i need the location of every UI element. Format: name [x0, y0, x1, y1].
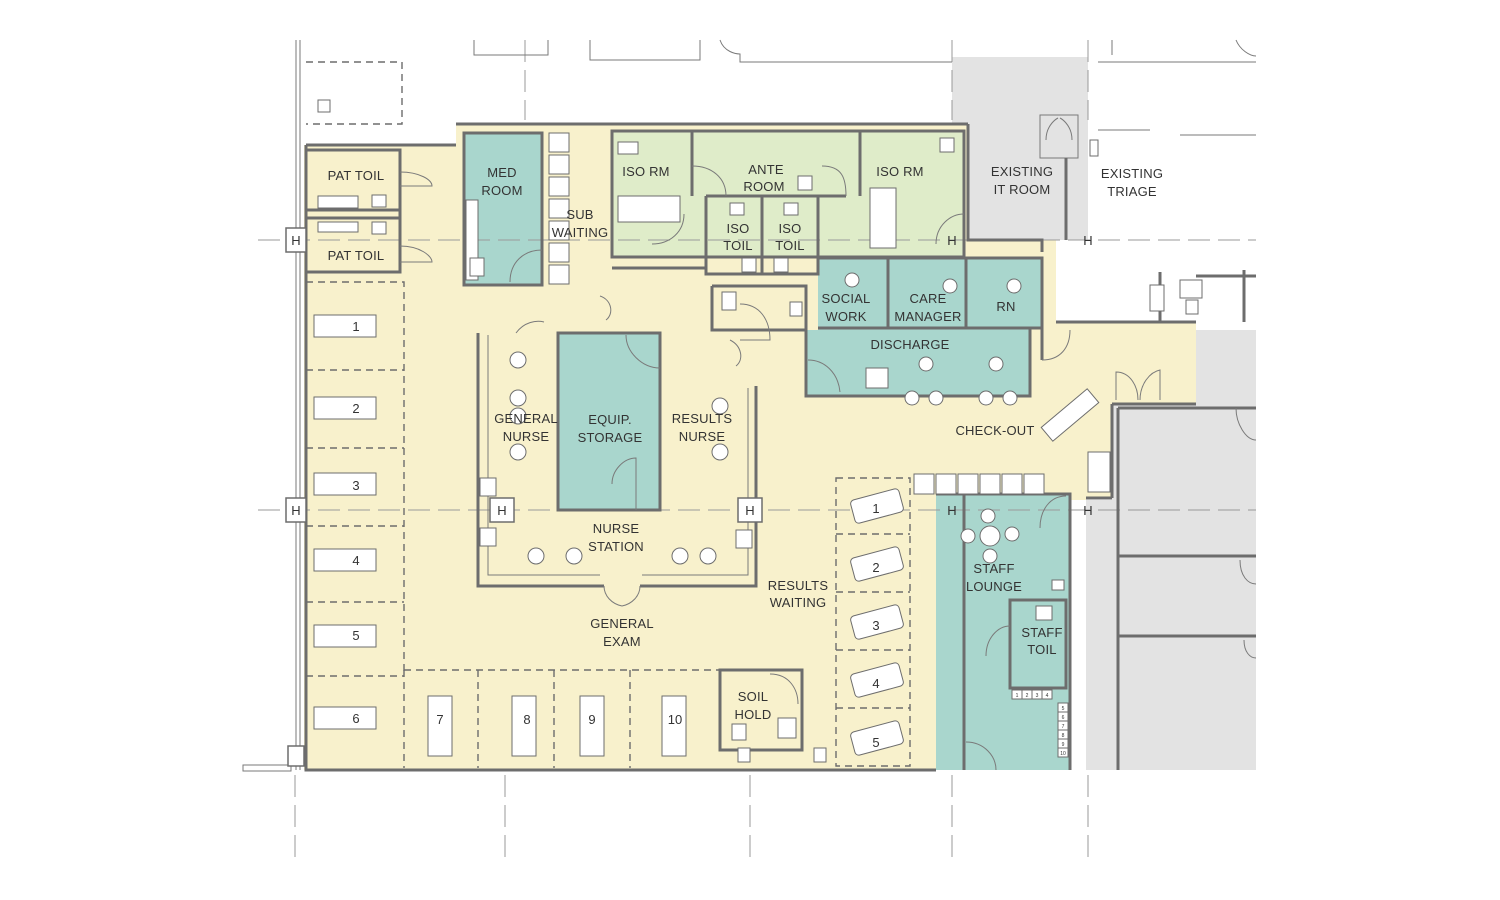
room-label-care-manager-l1: CARE — [910, 291, 947, 306]
room-label-iso-toil-right-l1: ISO — [779, 221, 802, 236]
room-label-results-nurse-l1: RESULTS — [672, 411, 733, 426]
room-label-med-room-l2: ROOM — [481, 183, 522, 198]
room-label-staff-toil-l1: STAFF — [1021, 625, 1062, 640]
column-marker-label: H — [291, 503, 301, 518]
room-label-results-nurse-l2: NURSE — [679, 429, 726, 444]
room-label-staff-lounge-l2: LOUNGE — [966, 579, 1022, 594]
room-label-social-work-l1: SOCIAL — [822, 291, 871, 306]
room-label-soil-hold-l2: HOLD — [735, 707, 772, 722]
room-label-existing-it-room-l1: EXISTING — [991, 164, 1053, 179]
room-label-ante-room-l2: ROOM — [743, 179, 784, 194]
exam-bay-number: 9 — [588, 712, 595, 727]
room-label-general-exam-l1: GENERAL — [590, 616, 654, 631]
room-label-care-manager-l2: MANAGER — [894, 309, 961, 324]
room-label-iso-rm-right: ISO RM — [876, 164, 923, 179]
room-label-check-out: CHECK-OUT — [955, 423, 1034, 438]
room-label-rn: RN — [996, 299, 1015, 314]
exam-bay-number: 8 — [523, 712, 530, 727]
room-label-iso-rm-left: ISO RM — [622, 164, 669, 179]
column-marker-label: H — [497, 503, 507, 518]
staff-lounge-zone — [936, 494, 1070, 770]
results-chair-number: 4 — [872, 676, 879, 691]
room-label-pat-toil-lower: PAT TOIL — [328, 248, 385, 263]
locker-number: 5 — [1062, 706, 1065, 712]
room-label-sub-waiting-l2: WAITING — [552, 225, 609, 240]
room-label-pat-toil-upper: PAT TOIL — [328, 168, 385, 183]
room-label-staff-lounge-l1: STAFF — [973, 561, 1014, 576]
room-labels: PAT TOIL PAT TOIL MED ROOM SUB WAITING I… — [328, 162, 1163, 722]
room-label-equip-storage-l1: EQUIP. — [588, 412, 632, 427]
waiting-bench — [913, 473, 1045, 495]
locker-number: 3 — [1036, 693, 1039, 699]
existing-context — [242, 39, 1257, 772]
results-chair-number: 2 — [872, 560, 879, 575]
locker-number: 9 — [1062, 742, 1065, 748]
room-label-results-waiting-l2: WAITING — [770, 595, 827, 610]
room-label-ante-room-l1: ANTE — [748, 162, 784, 177]
locker-number: 4 — [1046, 693, 1049, 699]
room-label-staff-toil-l2: TOIL — [1027, 642, 1056, 657]
exam-bay-number: 3 — [352, 478, 359, 493]
doors — [399, 165, 1161, 771]
lockers: 1 2 3 4 5 6 7 8 9 10 — [1011, 689, 1069, 758]
existing-zone-top — [952, 57, 1088, 252]
column-marker-label: H — [947, 503, 957, 518]
room-label-social-work-l2: WORK — [825, 309, 866, 324]
isolation-zone — [612, 131, 964, 257]
column-marker-label: H — [291, 233, 301, 248]
locker-number: 7 — [1062, 724, 1065, 730]
room-label-existing-triage-l1: EXISTING — [1101, 166, 1163, 181]
locker-number: 1 — [1016, 693, 1019, 699]
results-chair-number: 5 — [872, 735, 879, 750]
existing-zone-right — [1086, 330, 1256, 770]
room-label-general-exam-l2: EXAM — [603, 634, 641, 649]
column-markers: H H H H H H H H — [285, 227, 1093, 767]
room-label-equip-storage-l2: STORAGE — [578, 430, 643, 445]
exam-bay-number: 1 — [352, 319, 359, 334]
locker-number: 2 — [1026, 693, 1029, 699]
column-marker-label: H — [947, 233, 957, 248]
locker-number: 8 — [1062, 733, 1065, 739]
room-label-nurse-station-l2: STATION — [588, 539, 644, 554]
locker-number: 6 — [1062, 715, 1065, 721]
results-chair-number: 3 — [872, 618, 879, 633]
column-marker-label: H — [1083, 233, 1093, 248]
column-marker-label: H — [1083, 503, 1093, 518]
room-label-existing-it-room-l2: IT ROOM — [994, 182, 1051, 197]
room-label-general-nurse-l1: GENERAL — [494, 411, 558, 426]
room-label-iso-toil-left-l1: ISO — [727, 221, 750, 236]
exam-bay-number: 2 — [352, 401, 359, 416]
column-marker-label: H — [745, 503, 755, 518]
exam-bay-number: 7 — [436, 712, 443, 727]
locker-number: 10 — [1060, 751, 1066, 757]
exam-beds-left — [313, 314, 377, 730]
room-label-existing-triage-l2: TRIAGE — [1107, 184, 1157, 199]
room-label-soil-hold-l1: SOIL — [738, 689, 768, 704]
recliners — [850, 488, 904, 756]
results-chair-number: 1 — [872, 501, 879, 516]
sub-waiting-chairs — [548, 132, 570, 285]
exam-bay-number: 6 — [352, 711, 359, 726]
exam-bay-number: 5 — [352, 628, 359, 643]
equip-storage-zone — [558, 333, 660, 510]
room-label-nurse-station-l1: NURSE — [593, 521, 640, 536]
exam-bay-number: 4 — [352, 553, 359, 568]
furniture — [313, 132, 1111, 763]
exam-bay-number: 10 — [668, 712, 682, 727]
room-label-discharge: DISCHARGE — [870, 337, 949, 352]
room-label-general-nurse-l2: NURSE — [503, 429, 550, 444]
room-label-sub-waiting-l1: SUB — [566, 207, 593, 222]
bay-numbers: 1 2 3 4 5 6 7 8 9 10 1 2 3 4 5 — [352, 319, 879, 750]
exam-beds-bottom — [427, 695, 687, 757]
room-label-med-room-l1: MED — [487, 165, 517, 180]
room-label-iso-toil-left-l2: TOIL — [723, 238, 752, 253]
room-label-results-waiting-l1: RESULTS — [768, 578, 829, 593]
room-label-iso-toil-right-l2: TOIL — [775, 238, 804, 253]
